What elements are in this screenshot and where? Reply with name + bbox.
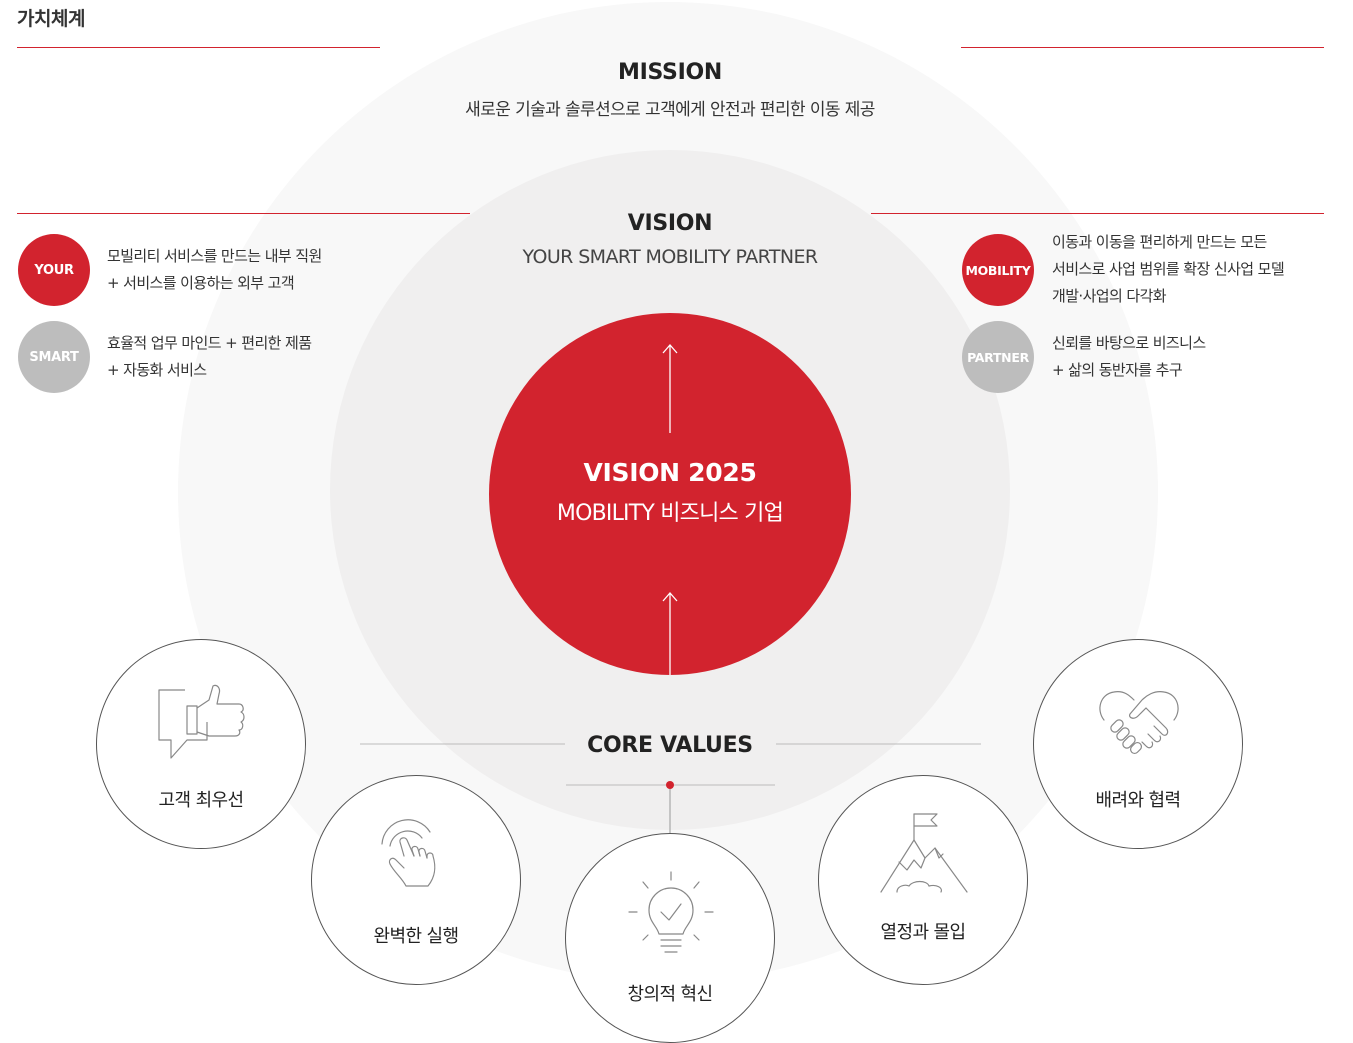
core-value-label: 배려와 협력: [1095, 790, 1182, 811]
keyword-desc-mobility: 이동과 이동을 편리하게 만드는 모든 서비스로 사업 범위를 확장 신사업 모…: [1052, 229, 1342, 310]
vision-heading: VISION: [627, 211, 713, 236]
vision-rule-left: [17, 213, 470, 214]
vision2025-heading: VISION 2025: [583, 458, 757, 487]
keyword-desc-line: 개발·사업의 다각화: [1052, 287, 1167, 305]
core-value-consideration-cooperation: 배려와 협력: [1033, 639, 1243, 849]
handshake-icon: [1099, 691, 1179, 755]
vision2025-text: MOBILITY 비즈니스 기업: [556, 501, 784, 526]
keyword-badge-your: YOUR: [18, 234, 90, 306]
keyword-desc-line: 서비스로 사업 범위를 확장 신사업 모델: [1052, 260, 1285, 278]
core-values-dot: [666, 781, 674, 789]
mission-rule-right: [961, 47, 1324, 48]
mountain-flag-icon: [880, 813, 968, 893]
keyword-badge-smart: SMART: [18, 321, 90, 393]
core-value-label: 고객 최우선: [158, 790, 245, 811]
keyword-desc-partner: 신뢰를 바탕으로 비즈니스 + 삶의 동반자를 추구: [1052, 330, 1342, 384]
core-value-label: 창의적 혁신: [627, 984, 714, 1005]
thumbs-up-speech-icon: [158, 684, 245, 759]
core-value-creative-innovation: 창의적 혁신: [565, 833, 775, 1043]
arrow-up-head-top: [662, 344, 678, 354]
core-value-label: 열정과 몰입: [880, 922, 967, 943]
keyword-desc-line: 효율적 업무 마인드 + 편리한 제품: [107, 334, 312, 352]
vision-text: YOUR SMART MOBILITY PARTNER: [522, 246, 819, 268]
keyword-badge-mobility: MOBILITY: [962, 234, 1034, 306]
core-value-perfect-execution: 완벽한 실행: [311, 775, 521, 985]
mission-rule-left: [17, 47, 380, 48]
keyword-desc-smart: 효율적 업무 마인드 + 편리한 제품 + 자동화 서비스: [107, 330, 437, 384]
keyword-desc-line: 모빌리티 서비스를 만드는 내부 직원: [107, 247, 322, 265]
keyword-badge-partner: PARTNER: [962, 321, 1034, 393]
keyword-desc-line: 이동과 이동을 편리하게 만드는 모든: [1052, 233, 1267, 251]
keyword-desc-line: + 자동화 서비스: [107, 361, 207, 379]
page-title: 가치체계: [17, 8, 85, 30]
mission-heading: MISSION: [618, 60, 722, 85]
core-value-customer-first: 고객 최우선: [96, 639, 306, 849]
vision-rule-right: [871, 213, 1324, 214]
keyword-desc-line: + 삶의 동반자를 추구: [1052, 361, 1183, 379]
core-values-connector: [360, 743, 981, 840]
mission-text: 새로운 기술과 솔루션으로 고객에게 안전과 편리한 이동 제공: [465, 100, 875, 120]
keyword-desc-line: + 서비스를 이용하는 외부 고객: [107, 274, 295, 292]
core-values-heading: CORE VALUES: [587, 733, 753, 758]
vision-arrows: [662, 344, 678, 675]
keyword-desc-line: 신뢰를 바탕으로 비즈니스: [1052, 334, 1206, 352]
arrow-up-head-bottom: [662, 592, 678, 602]
keyword-desc-your: 모빌리티 서비스를 만드는 내부 직원 + 서비스를 이용하는 외부 고객: [107, 243, 437, 297]
core-value-passion-commitment: 열정과 몰입: [818, 775, 1028, 985]
core-value-label: 완벽한 실행: [373, 926, 460, 947]
lightbulb-icon: [628, 871, 714, 953]
touch-hand-icon: [381, 819, 436, 887]
